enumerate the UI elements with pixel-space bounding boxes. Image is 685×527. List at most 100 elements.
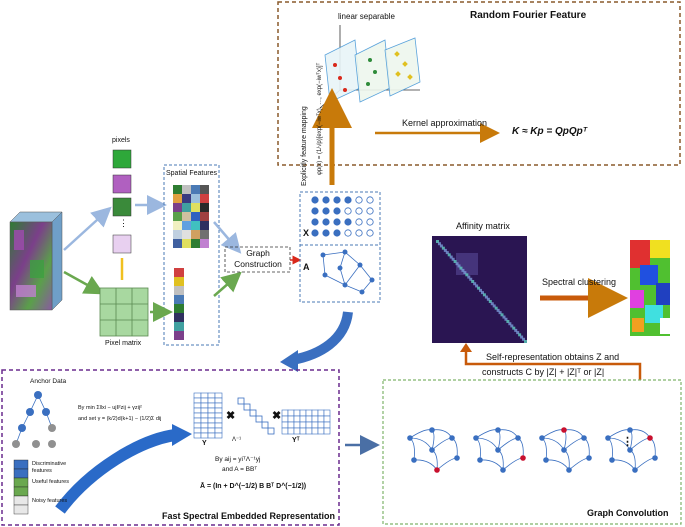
- x-dot: [311, 196, 319, 204]
- y-cell: [200, 412, 209, 419]
- x-dot: [355, 229, 363, 237]
- affinity-diag-cell: [441, 246, 445, 250]
- yt-cell: [281, 415, 289, 423]
- y-cell: [193, 412, 202, 419]
- affinity-diag-cell: [465, 273, 469, 277]
- affinity-diag-cell: [522, 337, 526, 341]
- affinity-diag-cell: [484, 295, 488, 299]
- y-cell: [200, 407, 209, 414]
- y-cell: [200, 397, 209, 404]
- x-dot: [311, 207, 319, 215]
- yt-cell: [311, 421, 319, 429]
- y-cell: [200, 427, 209, 434]
- affinity-diag-cell: [475, 284, 479, 288]
- rff-title: Random Fourier Feature: [470, 10, 587, 21]
- affinity-diag-cell: [471, 280, 475, 283]
- phi-formula: φp(x) = (1/√p)[exp(−iwᵀx), …, exp(−iwᵀx)…: [317, 62, 323, 175]
- affinity-diag-cell: [437, 242, 441, 246]
- yt-cell: [305, 409, 313, 417]
- graph-conv-box: [382, 379, 682, 525]
- yt-label: Yᵀ: [292, 437, 300, 444]
- yt-cell: [293, 427, 301, 435]
- y-cell: [200, 392, 209, 399]
- affinity-diag-cell: [510, 324, 514, 328]
- pixels-label: pixels: [112, 137, 130, 144]
- aij-line2: and A = BBᵀ: [222, 466, 258, 473]
- yt-cell: [287, 409, 295, 417]
- yt-cell: [323, 409, 331, 417]
- yt-cell: [293, 409, 301, 417]
- x-dot-grid: [311, 196, 374, 237]
- feature-space-illustration: [319, 25, 421, 109]
- discriminative-label: Discriminative features: [32, 461, 67, 474]
- affinity-diag-cell: [447, 253, 451, 257]
- y-cell: [193, 427, 202, 434]
- multiply-symbol-2: ✖: [272, 410, 282, 422]
- classification-map: [630, 240, 670, 336]
- y-cell: [214, 412, 223, 419]
- pixels-dots: ⋮: [119, 218, 128, 228]
- x-dot: [333, 229, 341, 237]
- affinity-diag-cell: [479, 288, 483, 292]
- x-dot: [366, 218, 374, 226]
- yt-cell: [299, 421, 307, 429]
- yt-cell: [287, 421, 295, 429]
- affinity-diag-cell: [486, 297, 490, 301]
- a-graph: [320, 249, 375, 295]
- affinity-diag-cell: [449, 255, 453, 259]
- x-matrix-label: X: [303, 228, 310, 238]
- affinity-diag-cell: [504, 317, 508, 321]
- x-dot: [322, 196, 330, 204]
- final-formula: Ā = (In + D^(−1/2) B Bᵀ D^(−1/2)): [200, 483, 307, 490]
- affinity-diag-cell: [490, 302, 494, 306]
- conv-graph: [605, 427, 658, 473]
- affinity-diag-cell: [508, 322, 512, 326]
- affinity-diag-cell: [496, 308, 500, 312]
- yt-cell: [317, 409, 325, 417]
- affinity-diag-cell: [469, 277, 473, 281]
- affinity-block: [456, 253, 478, 275]
- y-cell: [200, 417, 209, 424]
- yt-cell: [287, 415, 295, 423]
- affinity-diag-cell: [443, 248, 447, 252]
- y-cell: [214, 407, 223, 414]
- y-cell: [200, 422, 209, 429]
- conv-graph: [407, 427, 460, 473]
- x-dot: [311, 218, 319, 226]
- y-cell: [207, 422, 216, 429]
- yt-cell: [281, 409, 289, 417]
- affinity-diag-cell: [516, 331, 520, 335]
- yt-cell: [281, 427, 289, 435]
- affinity-diag-cell: [436, 240, 439, 243]
- y-matrix: [193, 392, 223, 439]
- self-rep-line1: Self-representation obtains Z and: [486, 352, 620, 362]
- affinity-diag-cell: [524, 340, 527, 343]
- y-cell: [207, 397, 216, 404]
- affinity-diag-cell: [439, 244, 443, 248]
- yt-cell: [317, 427, 325, 435]
- affinity-diag-cell: [512, 326, 516, 330]
- affinity-diag-cell: [477, 286, 481, 290]
- affinity-diag-cell: [455, 262, 459, 266]
- anchor-tree: [12, 391, 56, 448]
- yt-cell: [299, 427, 307, 435]
- optimization-line1: By min Σ‖xi − uj‖²zij + γzij²: [78, 405, 142, 411]
- y-cell: [214, 432, 223, 439]
- yt-cell: [299, 415, 307, 423]
- y-cell: [214, 427, 223, 434]
- fser-box: [1, 369, 340, 526]
- y-cell: [207, 427, 216, 434]
- affinity-diag-cell: [502, 315, 506, 319]
- y-cell: [193, 417, 202, 424]
- spatial-features-box: [163, 164, 220, 346]
- graph-conv-title: Graph Convolution: [587, 508, 669, 518]
- y-cell: [207, 417, 216, 424]
- yt-cell: [317, 421, 325, 429]
- x-dot: [311, 229, 319, 237]
- pixel-matrix-label: Pixel matrix: [105, 340, 142, 347]
- x-dot: [333, 207, 341, 215]
- spatial-grid-top: [173, 185, 209, 248]
- yt-cell: [281, 421, 289, 429]
- x-dot: [366, 196, 374, 204]
